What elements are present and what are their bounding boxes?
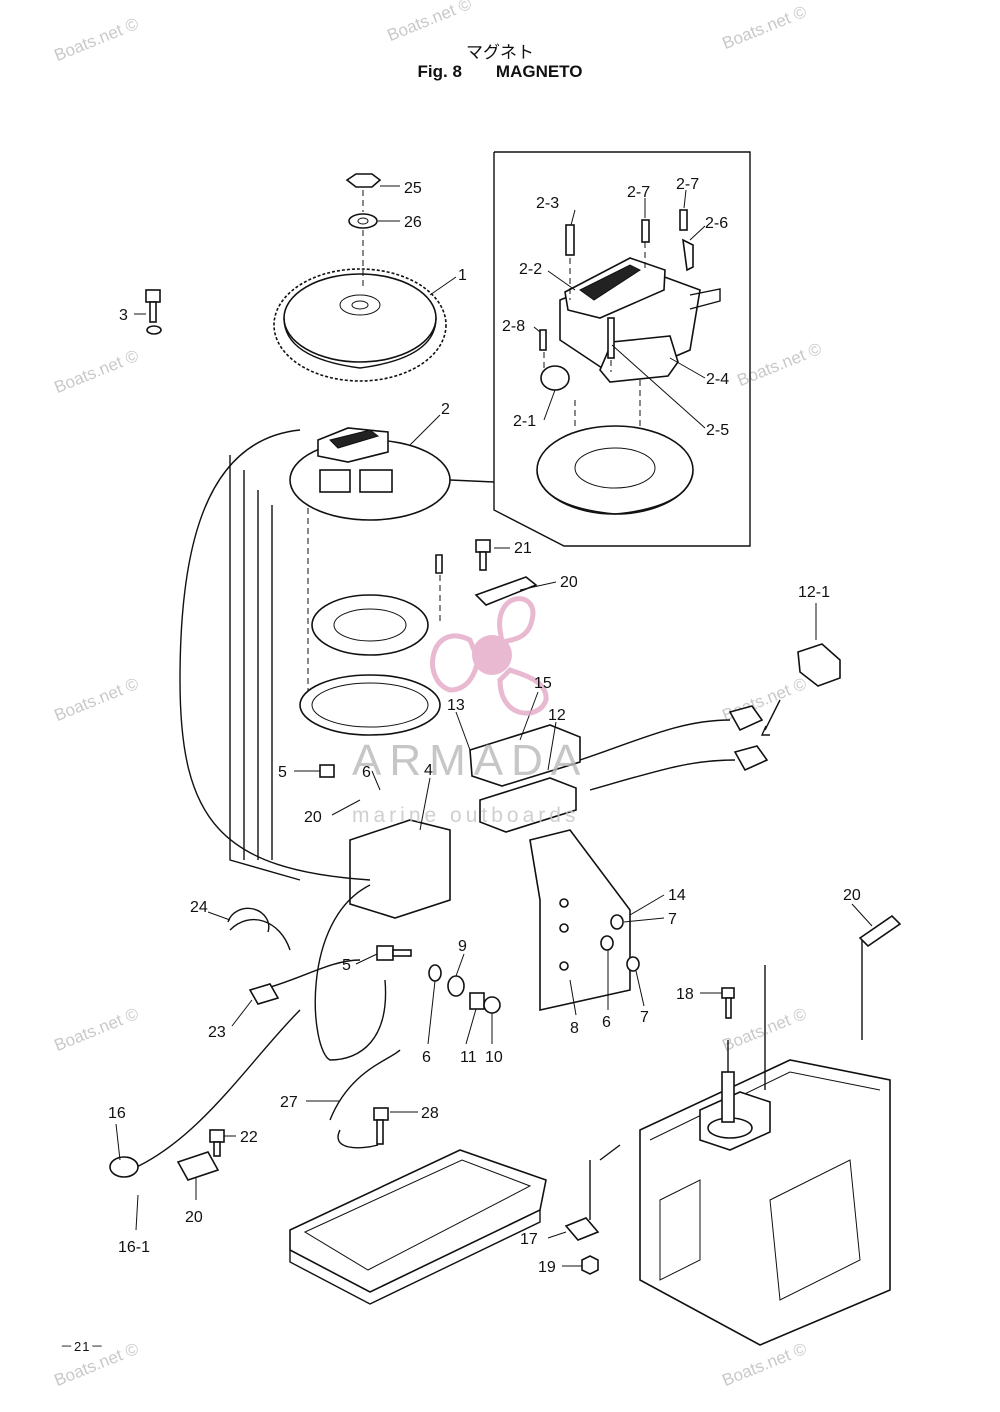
callout-16: 16 <box>108 1105 126 1122</box>
callout-2-3: 2-3 <box>536 195 559 212</box>
callout-11: 11 <box>460 1049 477 1066</box>
bottom-cowl <box>289 1149 547 1305</box>
wiring-harness <box>129 429 401 1171</box>
callout-labels: 25 26 1 3 2 2-3 2-7 2-7 2-6 2-2 2-8 2-4 … <box>108 176 861 1276</box>
callout-2-8: 2-8 <box>502 318 525 335</box>
callout-2-2: 2-2 <box>519 261 542 278</box>
callout-2-7: 2-7 <box>627 184 650 201</box>
figure-number: Fig. 8 <box>417 62 462 81</box>
callout-5: 5 <box>342 957 351 974</box>
figure-title-japanese: マグネト <box>466 43 534 63</box>
callout-2-4: 2-4 <box>706 371 729 388</box>
callout-22: 22 <box>240 1129 258 1146</box>
callout-18: 18 <box>676 986 694 1003</box>
callout-23: 23 <box>208 1024 226 1041</box>
flywheel <box>273 173 447 382</box>
callout-7: 7 <box>668 911 677 928</box>
callout-20: 20 <box>185 1209 203 1226</box>
power-head <box>589 940 891 1346</box>
callout-19: 19 <box>538 1259 556 1276</box>
callout-2-6: 2-6 <box>705 215 728 232</box>
callout-4: 4 <box>424 762 433 779</box>
callout-8: 8 <box>570 1020 579 1037</box>
leader-lines <box>115 185 873 1267</box>
figure-name: MAGNETO <box>495 62 583 81</box>
callout-26: 26 <box>404 214 422 231</box>
pulser-plate <box>299 554 443 736</box>
callout-2-7: 2-7 <box>676 176 699 193</box>
callout-2-1: 2-1 <box>513 413 536 430</box>
callout-6: 6 <box>422 1049 431 1066</box>
callout-6: 6 <box>602 1014 611 1031</box>
stator <box>289 427 495 700</box>
callout-5: 5 <box>278 764 287 781</box>
callout-14: 14 <box>668 887 686 904</box>
callout-21: 21 <box>514 540 532 557</box>
ignition-coils <box>349 643 841 1011</box>
brand-watermark-name: ARMADA <box>352 736 588 785</box>
callout-6: 6 <box>362 764 371 781</box>
callout-15: 15 <box>534 675 552 692</box>
callout-2: 2 <box>441 401 450 418</box>
callout-16-1: 16-1 <box>118 1239 150 1256</box>
callout-27: 27 <box>280 1094 298 1111</box>
callout-7: 7 <box>640 1009 649 1026</box>
callout-13: 13 <box>447 697 465 714</box>
brand-watermark: ARMADA marine outboards <box>352 596 588 827</box>
callout-20: 20 <box>560 574 578 591</box>
callout-28: 28 <box>421 1105 439 1122</box>
callout-12-1: 12-1 <box>798 584 830 601</box>
inset-detail-box <box>493 151 751 547</box>
callout-1: 1 <box>458 267 467 284</box>
callout-17: 17 <box>520 1231 538 1248</box>
page-number: －21－ <box>60 1339 105 1354</box>
hardware <box>109 289 902 1275</box>
figure-title: Fig. 8 MAGNETO <box>0 62 1000 82</box>
callout-2-5: 2-5 <box>706 422 729 439</box>
callout-24: 24 <box>190 899 208 916</box>
callout-20: 20 <box>304 809 322 826</box>
callout-25: 25 <box>404 180 422 197</box>
brand-watermark-subtitle: marine outboards <box>352 804 579 827</box>
callout-9: 9 <box>458 938 467 955</box>
callout-3: 3 <box>119 307 128 324</box>
callout-12: 12 <box>548 707 566 724</box>
callout-10: 10 <box>485 1049 503 1066</box>
callout-20: 20 <box>843 887 861 904</box>
